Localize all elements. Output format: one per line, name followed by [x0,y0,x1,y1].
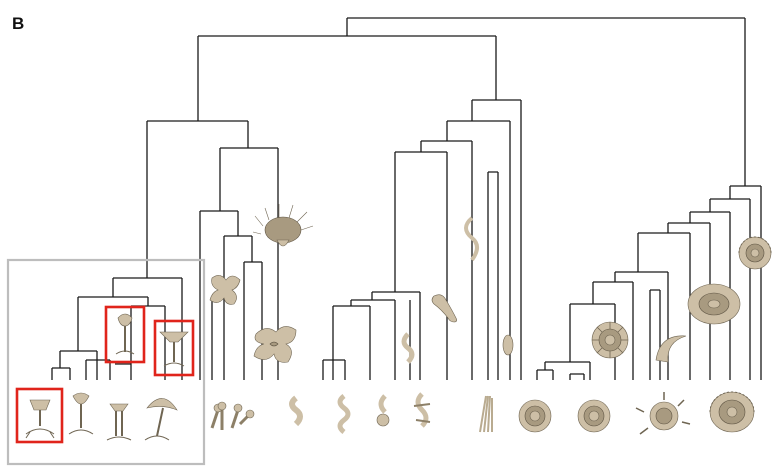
branch-flower-inner [51,350,131,380]
node-form-spiky-ball [252,204,314,247]
leaf-form-spiky-twist [413,392,431,428]
leaf-form-ribbed-coil [709,391,755,433]
inset-frame [6,258,206,466]
tree-branches [51,17,762,380]
leaf-form-fibrous-tuft [479,395,493,433]
panel-label: B [12,14,25,33]
leaf-form-wavy-s-twist [337,394,351,434]
branch-left-major [197,35,497,121]
branch-mid-4 [394,151,448,380]
node-form-ridged-coil [738,236,772,270]
node-form-crescent [655,335,687,363]
leaf-form-coiled-shell-2 [577,399,611,433]
branch-left-clade [146,120,249,278]
leaf-form-spiked-coil [635,392,691,435]
branch-mid-top [471,99,522,380]
leaf-form-small-s-twist [289,395,303,427]
branch-flower-sub [77,296,166,380]
branch-twist-group [371,291,421,380]
node-form-ruffled-large [253,326,297,363]
node-form-club [431,294,457,323]
highlighted-form-goblet [15,387,64,444]
branch-coil-top [729,185,762,380]
branch-root [346,17,746,186]
leaf-form-umbrella [144,398,178,441]
branch-coil-9 [536,361,591,380]
node-form-c-hook [464,216,479,262]
branch-mid-3 [420,140,473,380]
leaf-form-branched-bundle [210,401,255,430]
highlighted-form-mid-flower [104,305,146,364]
leaf-form-trumpet [68,392,94,435]
branch-coil-2 [709,198,751,380]
leaf-form-bulb-twist [376,394,390,427]
leaf-form-cup-stalks [106,403,132,441]
leaf-form-coiled-shell-1 [518,399,552,433]
branch-twist-sub [322,299,411,380]
node-form-s-twist-small [401,332,415,364]
node-form-ammonite [591,321,629,359]
highlighted-form-cup-right [153,319,195,377]
node-form-flat-whorl [687,283,741,325]
branch-ruffled-sub [199,210,263,380]
node-form-ruffled-cluster [209,275,241,305]
node-form-bud [502,334,514,356]
branch-flower-group [112,277,183,380]
branch-tuft [487,171,499,380]
branch-coil-7 [592,281,661,380]
